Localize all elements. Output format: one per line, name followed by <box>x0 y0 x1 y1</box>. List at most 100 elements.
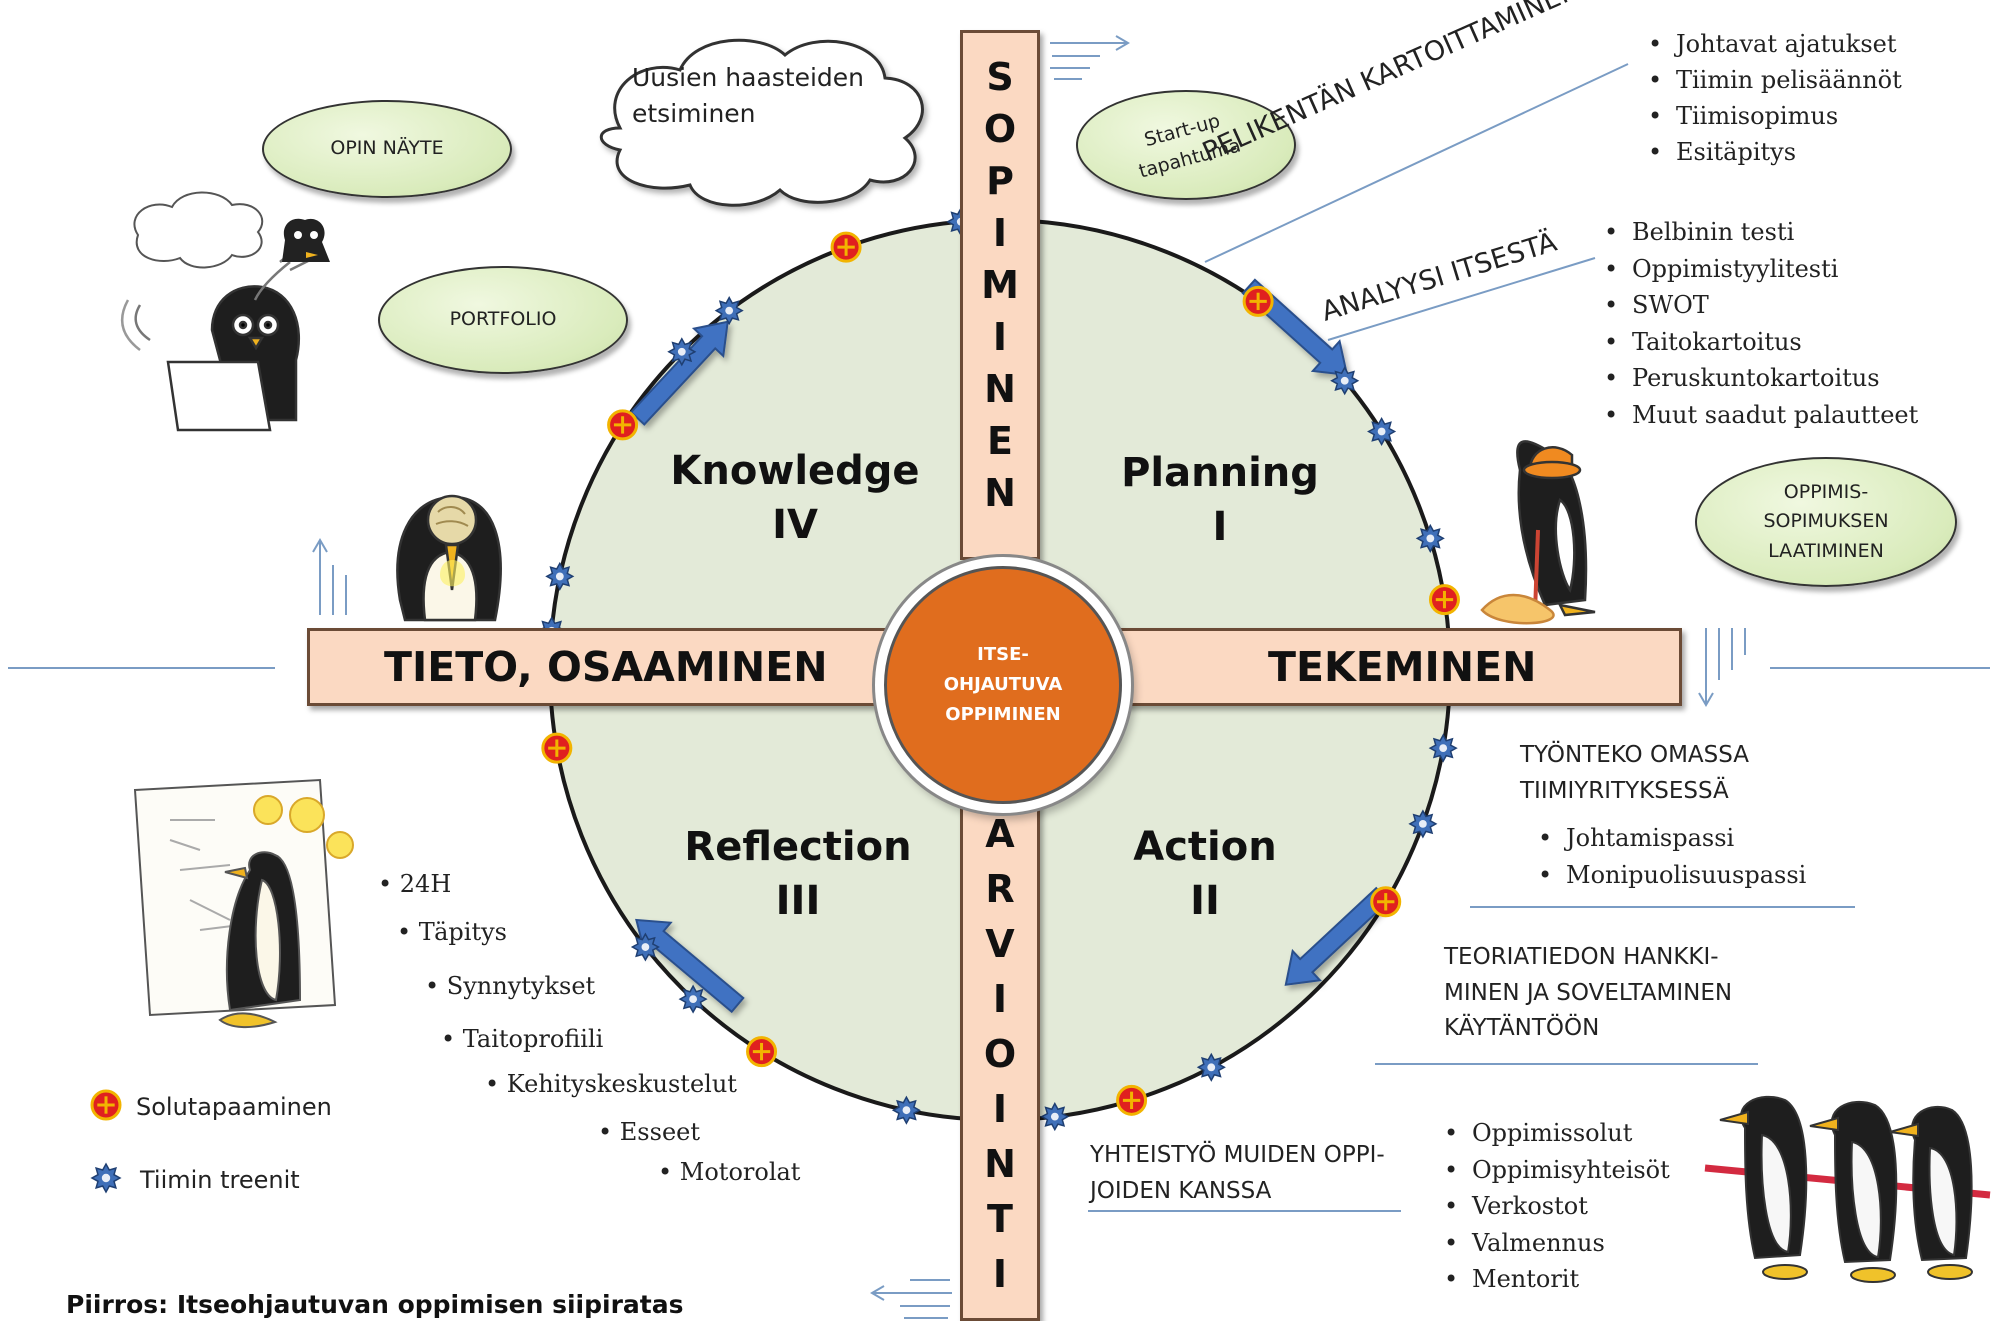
list-item: Muut saadut palautteet <box>1600 397 1918 434</box>
bar-letter: N <box>984 367 1016 411</box>
cloud-line-2: etsiminen <box>632 99 756 129</box>
tiimin-treenit-icon <box>1415 523 1445 553</box>
list-item: • Täpitys <box>397 918 507 946</box>
cloud-line-1: Uusien haasteiden <box>632 63 865 92</box>
bar-letter: S <box>986 55 1014 99</box>
quadrant-knowledge-title: Knowledge <box>670 448 920 494</box>
solutapaaminen-icon <box>830 231 862 263</box>
tiimin-treenit-icon <box>891 1095 921 1125</box>
quadrant-planning-title: Planning <box>1121 450 1319 496</box>
list-item: • Esseet <box>598 1118 700 1146</box>
quadrant-action-number: II <box>1190 878 1220 924</box>
tiimin-treenit-icon <box>667 337 697 367</box>
penguin-thinking-illustration <box>396 494 502 622</box>
cloud-text: Uusien haasteiden etsiminen <box>632 60 864 133</box>
quadrant-knowledge: Knowledge IV <box>660 444 930 552</box>
bar-letter: O <box>983 107 1017 151</box>
bar-letter: I <box>992 1252 1008 1296</box>
list-item: Oppimistyylitesti <box>1600 251 1918 288</box>
pelikentta-list: Johtavat ajatukset Tiimin pelisäännöt Ti… <box>1644 26 1902 170</box>
teoriatieto-heading-line-2: MINEN JA SOVELTAMINEN <box>1444 979 1733 1006</box>
penguin-presenter-illustration <box>133 778 354 1028</box>
list-item: • Taitoprofiili <box>441 1025 604 1053</box>
yhteistyo-heading: YHTEISTYÖ MUIDEN OPPI- JOIDEN KANSSA <box>1090 1138 1385 1209</box>
teoriatieto-heading: TEORIATIEDON HANKKI- MINEN JA SOVELTAMIN… <box>1444 940 1732 1047</box>
oppimissopimus-line-3: LAATIMINEN <box>1768 539 1884 562</box>
quadrant-reflection-title: Reflection <box>684 824 912 870</box>
tieto-osaaminen-label: TIETO, OSAAMINEN <box>384 643 828 691</box>
penguin-worker-illustration <box>1480 440 1596 625</box>
yhteistyo-list: Oppimissolut Oppimisyhteisöt Verkostot V… <box>1440 1115 1670 1298</box>
thought-cloud-icon <box>599 38 924 207</box>
bar-letter: T <box>987 1197 1013 1241</box>
startup-oval: Start-up tapahtuma <box>1076 90 1296 200</box>
list-item: Oppimisyhteisöt <box>1440 1152 1670 1189</box>
bar-letter: I <box>992 1087 1008 1131</box>
solutapaaminen-icon <box>1428 584 1460 616</box>
yhteistyo-rule <box>1088 1210 1401 1212</box>
list-item: Belbinin testi <box>1600 214 1918 251</box>
tiimin-treenit-icon <box>1428 733 1458 763</box>
oppimissopimus-line-2: SOPIMUKSEN <box>1763 510 1889 533</box>
quadrant-reflection-number: III <box>775 878 821 924</box>
list-item: • 24H <box>378 870 452 898</box>
tekeminen-bar <box>1110 628 1682 706</box>
portfolio-text: PORTFOLIO <box>449 308 557 331</box>
list-item: • Synnytykset <box>425 972 596 1000</box>
tiimin-treenit-icon <box>630 932 660 962</box>
tiimin-treenit-icon <box>545 561 575 591</box>
itseohjautuva-oppiminen-center: ITSE- OHJAUTUVA OPPIMINEN <box>884 566 1122 804</box>
center-line-3: OPPIMINEN <box>945 703 1061 725</box>
list-item: Peruskuntokartoitus <box>1600 360 1918 397</box>
bar-letter: V <box>985 922 1015 966</box>
list-item: Taitokartoitus <box>1600 324 1918 361</box>
quadrant-action: Action II <box>1075 820 1335 928</box>
bar-letter: N <box>984 1142 1016 1186</box>
yhteistyo-heading-line-2: JOIDEN KANSSA <box>1090 1177 1272 1204</box>
bar-letter: O <box>983 1032 1017 1076</box>
list-item: Esitäpitys <box>1644 134 1902 170</box>
opin-nayte-text: OPIN NÄYTE <box>330 137 444 160</box>
bar-letter: I <box>992 315 1008 359</box>
solutapaaminen-icon <box>90 1089 122 1121</box>
legend-solutapaaminen-label: Solutapaaminen <box>136 1093 332 1121</box>
pelikentta-underline <box>1204 63 1629 263</box>
list-item: Tiimin pelisäännöt <box>1644 62 1902 98</box>
solutapaaminen-icon <box>1116 1084 1148 1116</box>
list-item: Monipuolisuuspassi <box>1534 857 1806 894</box>
list-item: Verkostot <box>1440 1188 1670 1225</box>
quadrant-planning: Planning I <box>1090 446 1350 554</box>
center-line-1: ITSE- <box>977 644 1029 666</box>
bar-letter: I <box>992 977 1008 1021</box>
left-speed-lines-icon <box>312 538 347 615</box>
solutapaaminen-icon <box>1370 886 1402 918</box>
penguin-at-laptop-illustration <box>120 244 311 432</box>
bar-letter: P <box>986 159 1014 203</box>
list-item: • Kehityskeskustelut <box>485 1070 737 1098</box>
solutapaaminen-icon <box>1242 285 1274 317</box>
top-speed-lines-icon <box>1050 35 1130 80</box>
quadrant-planning-number: I <box>1212 504 1228 550</box>
teoriatieto-heading-line-1: TEORIATIEDON HANKKI- <box>1444 944 1719 970</box>
analyysi-list: Belbinin testi Oppimistyylitesti SWOT Ta… <box>1600 214 1918 433</box>
list-item: Valmennus <box>1440 1225 1670 1262</box>
tyonteko-list: Johtamispassi Monipuolisuuspassi <box>1534 820 1806 894</box>
oppimissopimus-line-1: OPPIMIS- <box>1783 480 1869 503</box>
list-item: • Motorolat <box>658 1158 801 1186</box>
bar-letter: I <box>992 211 1008 255</box>
bar-letter: N <box>984 471 1016 515</box>
tyonteko-rule <box>1470 906 1855 908</box>
solutapaaminen-icon <box>541 732 573 764</box>
tyonteko-heading-line-1: TYÖNTEKO OMASSA <box>1520 742 1750 768</box>
solutapaaminen-icon <box>746 1036 778 1068</box>
sopiminen-bar <box>960 30 1040 560</box>
list-item: Johtamispassi <box>1534 820 1806 857</box>
tyonteko-heading: TYÖNTEKO OMASSA TIIMIYRITYKSESSÄ <box>1520 738 1749 809</box>
figure-caption: Piirros: Itseohjautuvan oppimisen siipir… <box>66 1290 684 1319</box>
list-item: Tiimisopimus <box>1644 98 1902 134</box>
list-item: Mentorit <box>1440 1261 1670 1298</box>
tiimin-treenit-icon <box>714 296 744 326</box>
solutapaaminen-icon <box>607 409 639 441</box>
penguin-team-illustration <box>1704 1095 1991 1283</box>
